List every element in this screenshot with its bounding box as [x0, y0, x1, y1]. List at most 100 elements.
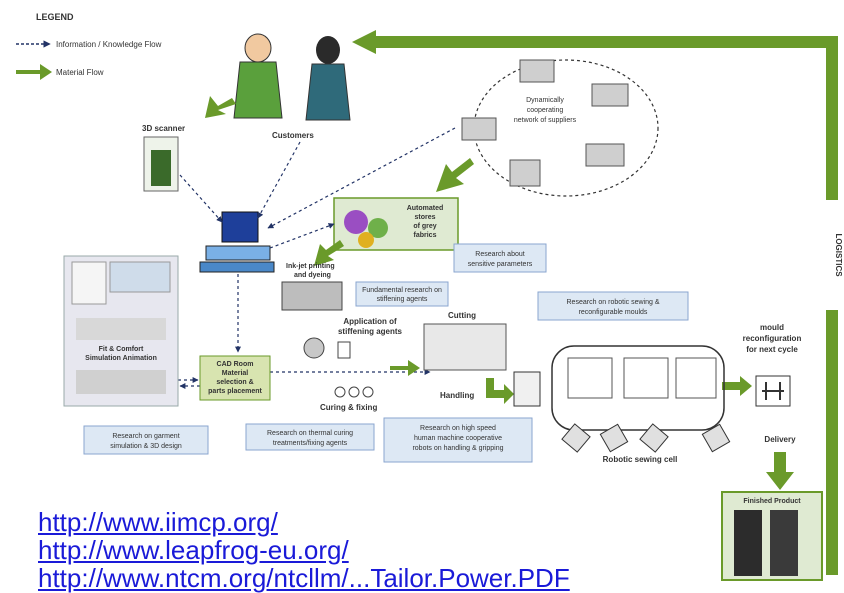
- loop-line: [372, 36, 838, 575]
- cutting-to-handling-arrow: [486, 378, 514, 404]
- cutting-label: Cutting: [448, 311, 476, 320]
- customer-man-body: [233, 61, 283, 119]
- cad-line-1: CAD Room: [217, 361, 254, 368]
- cell-to-mould-arrow: [722, 376, 752, 396]
- finished-label: Finished Product: [743, 498, 801, 505]
- customers-to-computer: [257, 141, 301, 219]
- logistics-label: LOGISTICS: [834, 233, 843, 277]
- simulation-strip: [76, 370, 166, 394]
- scanner-to-computer: [179, 174, 223, 223]
- research-robotic-line-2: reconfigurable moulds: [579, 309, 648, 316]
- suppliers-loop: [473, 59, 659, 197]
- scanner: 3D scanner: [142, 124, 185, 192]
- research-thermal-box: [245, 423, 375, 451]
- computer-to-stores: [269, 223, 335, 249]
- research-highspeed-line-3: robots on handling & gripping: [412, 445, 503, 452]
- factory-4: [585, 143, 625, 167]
- research-garment-box: [83, 425, 209, 455]
- factory-2: [591, 83, 629, 107]
- research-stiffening-box: [355, 281, 449, 307]
- research-thermal-line-2: treatments/fixing agents: [273, 440, 348, 447]
- customers-arrow: [205, 96, 236, 118]
- automated-stores: Automated stores of grey fabrics: [314, 197, 459, 266]
- legend-title: LEGEND: [36, 12, 74, 22]
- suppliers-line-3: network of suppliers: [514, 117, 577, 124]
- cell-station-1: [567, 357, 613, 399]
- material-loop: LOGISTICS: [352, 30, 843, 575]
- research-stiffening: Fundamental research on stiffening agent…: [355, 281, 449, 307]
- stores-line-1: Automated: [407, 205, 444, 212]
- research-sensitive-box: [453, 243, 547, 273]
- mould-line-2: reconfiguration: [743, 334, 802, 343]
- research-garment-line-2: simulation & 3D design: [110, 443, 182, 450]
- suppliers-line-2: cooperating: [527, 107, 564, 114]
- link-iimcp[interactable]: http://www.iimcp.org/: [38, 507, 278, 537]
- computer-base: [205, 245, 271, 261]
- customers-label: Customers: [272, 131, 314, 140]
- research-sensitive-line-2: sensitive parameters: [468, 261, 533, 268]
- factory-1: [519, 59, 555, 83]
- cell-station-3: [675, 357, 717, 399]
- fabric-roll-2: [368, 218, 388, 238]
- reference-links: http://www.iimcp.org/ http://www.leapfro…: [38, 508, 570, 592]
- link-leapfrog[interactable]: http://www.leapfrog-eu.org/: [38, 535, 349, 565]
- robotic-cell-label: Robotic sewing cell: [603, 455, 678, 464]
- cell-station-2: [623, 357, 669, 399]
- fabric-spool: [303, 337, 325, 359]
- inkjet-machine: [281, 281, 343, 311]
- application: Application of stiffening agents: [303, 317, 403, 359]
- delivery: Delivery: [764, 435, 796, 490]
- legend: LEGEND Information / Knowledge Flow Mate…: [16, 12, 162, 80]
- factory-3: [461, 117, 497, 141]
- research-thermal-line-1: Research on thermal curing: [267, 430, 353, 437]
- roller-2: [348, 386, 360, 398]
- cell-track: [551, 345, 725, 431]
- finished-product: Finished Product: [721, 491, 823, 581]
- computer: [199, 211, 275, 273]
- research-highspeed-line-2: human machine cooperative: [414, 435, 502, 442]
- simulation-figure: [71, 261, 107, 305]
- research-highspeed: Research on high speed human machine coo…: [383, 417, 533, 463]
- cad-line-3: selection &: [216, 379, 253, 386]
- simulation-panel: Fit & Comfort Simulation Animation: [63, 255, 179, 407]
- legend-info-flow: Information / Knowledge Flow: [56, 40, 162, 49]
- fit-comfort-line-2: Simulation Animation: [85, 355, 157, 362]
- simulation-pattern: [109, 261, 171, 293]
- mould-icon-marks: [762, 382, 784, 400]
- robot-1: [561, 423, 591, 453]
- research-garment: Research on garment simulation & 3D desi…: [83, 425, 209, 455]
- customer-woman-head: [316, 36, 340, 64]
- application-to-cutting-arrow: [390, 360, 420, 376]
- suit-2: [770, 510, 798, 576]
- customer-woman-body: [305, 63, 351, 121]
- customer-man-head: [244, 33, 272, 63]
- cad-box: [199, 355, 271, 401]
- stores-line-4: fabrics: [414, 232, 437, 239]
- research-garment-line-1: Research on garment: [112, 433, 179, 440]
- inkjet: Ink-jet printing and dyeing: [281, 263, 343, 311]
- suppliers-to-computer: [267, 127, 456, 229]
- roller-1: [334, 386, 346, 398]
- customers-figures: Customers: [205, 33, 351, 140]
- delivery-arrow: [766, 452, 794, 490]
- link-third[interactable]: http://www.ntcm.org/ntcllm/...Tailor.Pow…: [38, 563, 570, 593]
- robot-3: [639, 423, 669, 453]
- computer-keyboard: [199, 261, 275, 273]
- application-line-1: Application of: [343, 317, 397, 326]
- material-flow-sample: [16, 64, 52, 80]
- robotic-cell: Robotic sewing cell: [551, 345, 731, 464]
- stores-line-2: stores: [414, 214, 435, 221]
- fit-comfort-line-1: Fit & Comfort: [99, 346, 144, 353]
- research-stiffening-line-2: stiffening agents: [377, 296, 428, 303]
- cutting: Cutting: [390, 311, 507, 376]
- research-robotic: Research on robotic sewing & reconfigura…: [537, 291, 689, 321]
- robot-4: [701, 423, 731, 453]
- suppliers-network: Dynamically cooperating network of suppl…: [436, 59, 659, 197]
- handling-label: Handling: [440, 391, 474, 400]
- applicator: [337, 341, 351, 359]
- computer-monitor: [221, 211, 259, 243]
- inkjet-line-2: and dyeing: [294, 272, 331, 279]
- robot-2: [599, 423, 629, 453]
- roller-3: [362, 386, 374, 398]
